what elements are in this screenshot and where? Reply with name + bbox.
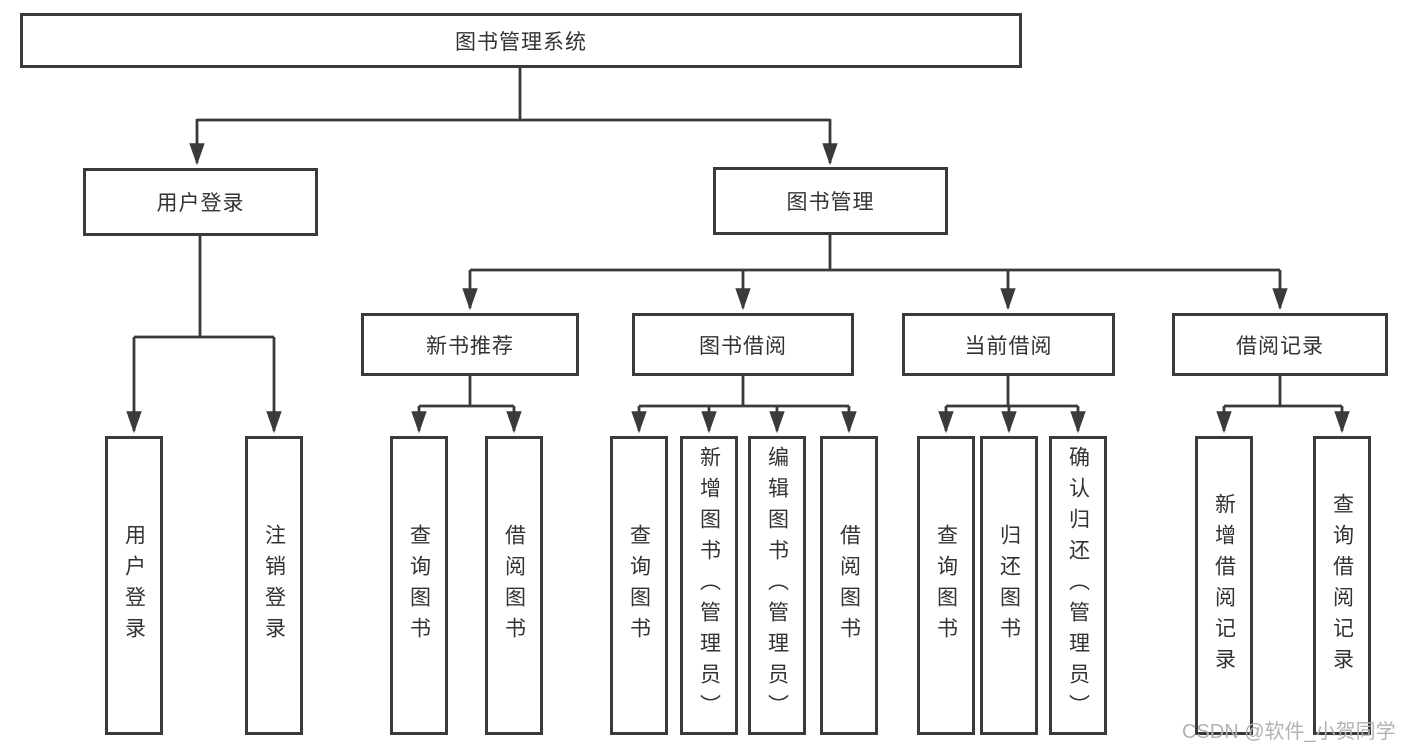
node-label: 用户登录 bbox=[156, 192, 245, 215]
node-borrowing-records: 借阅记录 bbox=[1172, 313, 1388, 376]
node-label: 查询图书 bbox=[407, 523, 431, 648]
node-label: 编辑图书（管理员） bbox=[765, 446, 789, 725]
node-label: 归还图书 bbox=[997, 523, 1021, 648]
connector-current-split bbox=[946, 376, 1078, 408]
node-label: 确认归还（管理员） bbox=[1066, 446, 1090, 725]
node-label: 新增借阅记录 bbox=[1212, 492, 1236, 679]
csdn-watermark: CSDN @软件_小贺同学 bbox=[1182, 721, 1396, 743]
node-query-books-recommend: 查询图书 bbox=[390, 436, 448, 735]
node-logout-login: 注销登录 bbox=[245, 436, 303, 735]
connector-records-split bbox=[1224, 376, 1342, 408]
node-label: 借阅记录 bbox=[1236, 334, 1324, 358]
node-label: 图书管理 bbox=[786, 191, 875, 214]
node-current-borrowing: 当前借阅 bbox=[902, 313, 1115, 376]
node-label: 新书推荐 bbox=[426, 334, 514, 358]
node-label: 当前借阅 bbox=[964, 334, 1053, 358]
node-return-books: 归还图书 bbox=[980, 436, 1038, 735]
connector-bookmgmt-split bbox=[470, 235, 1280, 272]
connector-borrow-split bbox=[639, 376, 849, 408]
node-confirm-return-admin: 确认归还（管理员） bbox=[1049, 436, 1107, 735]
node-label: 注销登录 bbox=[262, 523, 286, 648]
node-user-login-module: 用户登录 bbox=[83, 168, 318, 236]
connector-newbook-split bbox=[419, 376, 514, 408]
node-label: 查询图书 bbox=[934, 523, 958, 648]
node-book-management-module: 图书管理 bbox=[713, 167, 948, 235]
node-label: 新增图书（管理员） bbox=[697, 446, 721, 725]
node-borrow-books-recommend: 借阅图书 bbox=[485, 436, 543, 735]
node-new-book-recommendation: 新书推荐 bbox=[361, 313, 579, 376]
node-label: 用户登录 bbox=[122, 523, 146, 648]
node-book-borrowing: 图书借阅 bbox=[632, 313, 854, 376]
node-label: 图书管理系统 bbox=[455, 30, 587, 54]
connector-userlogin-split bbox=[134, 236, 274, 339]
node-add-borrow-record: 新增借阅记录 bbox=[1195, 436, 1253, 735]
node-label: 图书借阅 bbox=[699, 334, 787, 358]
node-query-books-borrowing: 查询图书 bbox=[610, 436, 668, 735]
node-user-login: 用户登录 bbox=[105, 436, 163, 735]
node-label: 查询借阅记录 bbox=[1330, 492, 1354, 679]
node-label: 借阅图书 bbox=[837, 523, 861, 648]
node-query-books-current: 查询图书 bbox=[917, 436, 975, 735]
node-borrow-books: 借阅图书 bbox=[820, 436, 878, 735]
node-label: 借阅图书 bbox=[502, 523, 526, 648]
node-edit-books-admin: 编辑图书（管理员） bbox=[748, 436, 806, 735]
node-library-management-system: 图书管理系统 bbox=[20, 13, 1022, 68]
node-label: 查询图书 bbox=[627, 523, 651, 648]
connector-root-split bbox=[197, 68, 830, 122]
node-add-books-admin: 新增图书（管理员） bbox=[680, 436, 738, 735]
node-query-borrow-record: 查询借阅记录 bbox=[1313, 436, 1371, 735]
